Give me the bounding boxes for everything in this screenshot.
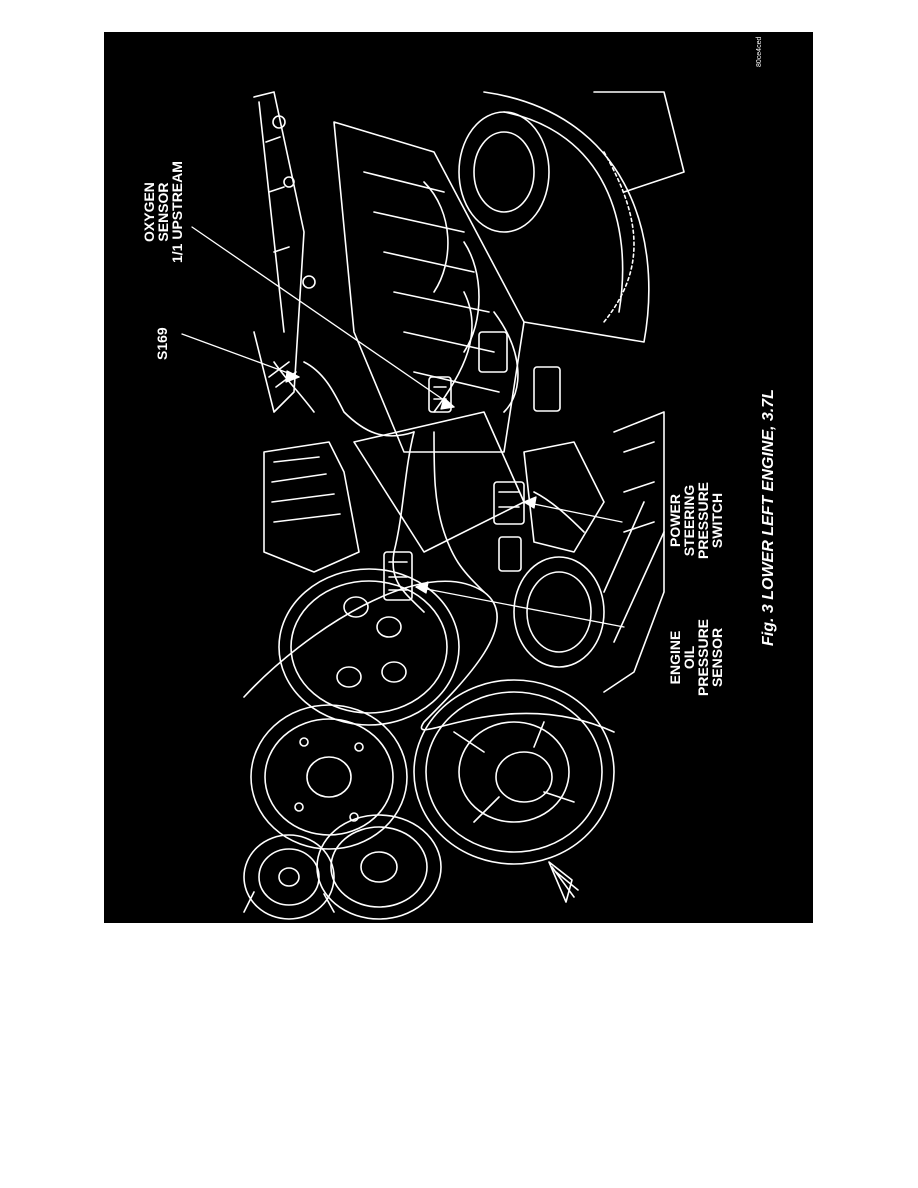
image-code: 80ce4ced	[756, 36, 763, 67]
oxygen-sensor-label: OXYGEN SENSOR 1/1 UPSTREAM	[141, 161, 185, 263]
crankshaft-pulley	[413, 679, 615, 865]
drive-belt	[243, 580, 615, 733]
power-steering-label-line3: PRESSURE	[695, 481, 711, 559]
engine-oil-label-line1: ENGINE	[667, 630, 683, 685]
engine-oil-label-line2: OIL	[681, 645, 697, 670]
idler-pulley	[316, 814, 442, 920]
power-steering-pump	[513, 501, 665, 668]
oxygen-sensor	[428, 331, 561, 413]
front-arrow-icon	[548, 861, 579, 903]
power-steering-switch-label: POWER STEERING PRESSURE SWITCH	[667, 481, 725, 559]
engine-oil-pressure-sensor	[383, 551, 413, 601]
s169-label: S169	[154, 327, 170, 360]
callout-arrows	[181, 226, 625, 628]
s169-label-text: S169	[154, 327, 170, 360]
engine-illustration-panel: OXYGEN SENSOR 1/1 UPSTREAM S169 POWER ST…	[104, 32, 813, 923]
housing-right	[603, 411, 665, 693]
engine-oil-label-line3: PRESSURE	[695, 618, 711, 696]
frame-rail	[253, 91, 316, 413]
oxygen-sensor-label-line2: SENSOR	[155, 182, 171, 242]
power-steering-pressure-switch	[493, 481, 525, 572]
oxygen-sensor-label-line3: 1/1 UPSTREAM	[169, 161, 185, 263]
engine-oil-sensor-label: ENGINE OIL PRESSURE SENSOR	[667, 618, 725, 696]
power-steering-label-line1: POWER	[667, 494, 683, 547]
oxygen-sensor-label-line1: OXYGEN	[141, 182, 157, 242]
splice-s169	[268, 361, 315, 413]
power-steering-label-line2: STEERING	[681, 484, 697, 557]
engine-mount	[523, 441, 605, 553]
figure-caption: Fig. 3 LOWER LEFT ENGINE, 3.7L	[760, 389, 777, 646]
transmission-bellhousing	[458, 91, 685, 343]
wiring-harness	[303, 291, 519, 613]
power-steering-pulley	[278, 568, 460, 726]
engine-oil-label-line4: SENSOR	[709, 627, 725, 688]
alternator-pulley	[243, 834, 335, 920]
engine-line-drawing	[181, 91, 685, 920]
power-steering-label-line4: SWITCH	[709, 492, 725, 549]
